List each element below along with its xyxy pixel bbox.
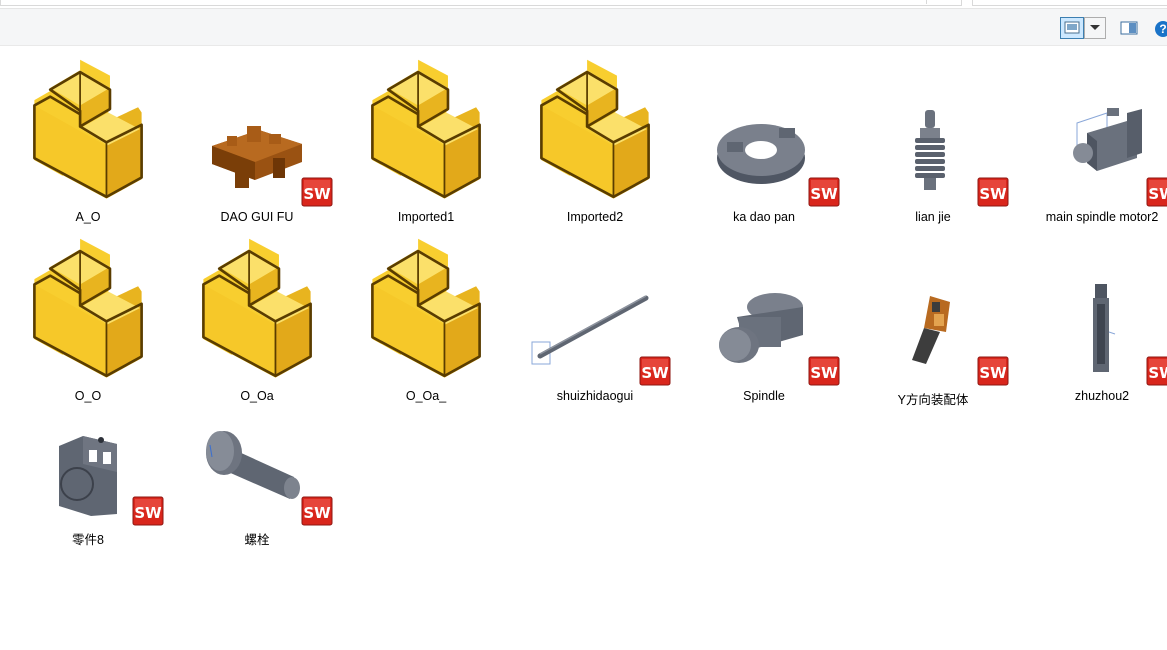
file-item[interactable]: SW DAO GUI FU <box>172 58 333 228</box>
part-thumbnail-icon <box>531 295 649 365</box>
badge-text: SW <box>303 504 331 522</box>
file-item[interactable]: SW main spindle motor2 <box>1017 58 1167 228</box>
badge-text: SW <box>641 364 669 382</box>
solidworks-badge-icon: SW <box>808 177 840 207</box>
solidworks-badge-icon: SW <box>301 496 333 526</box>
search-input[interactable] <box>972 0 1167 6</box>
part-thumbnail-icon <box>719 293 803 363</box>
file-name: Imported2 <box>566 210 624 224</box>
solidworks-badge-icon: SW <box>1146 356 1167 386</box>
solidworks-badge-icon: SW <box>639 356 671 386</box>
file-name: lian jie <box>915 210 951 224</box>
folder-cube-icon <box>33 58 143 200</box>
file-item[interactable]: O_Oa <box>172 237 322 407</box>
folder-cube-icon <box>202 237 312 379</box>
file-name: Y方向装配体 <box>897 393 969 407</box>
badge-text: SW <box>303 185 331 203</box>
solidworks-badge-icon: SW <box>977 177 1009 207</box>
badge-text: SW <box>810 364 838 382</box>
file-name: ka dao pan <box>733 210 795 224</box>
badge-text: SW <box>134 504 162 522</box>
part-thumbnail-icon <box>212 126 302 188</box>
file-item[interactable]: SW Spindle <box>679 237 840 407</box>
file-item[interactable]: SW 螺栓 <box>172 377 333 547</box>
file-item[interactable]: O_Oa_ <box>341 237 491 407</box>
file-item[interactable]: A_O <box>3 58 153 228</box>
address-bar[interactable] <box>0 0 962 6</box>
preview-pane-button[interactable] <box>1118 18 1140 38</box>
solidworks-badge-icon: SW <box>977 356 1009 386</box>
file-item[interactable]: Imported1 <box>341 58 491 228</box>
file-item[interactable]: SW 零件8 <box>3 377 164 547</box>
file-name: O_Oa_ <box>405 389 447 403</box>
part-thumbnail-icon <box>1093 284 1116 372</box>
file-item[interactable]: SW zhuzhou2 <box>1017 237 1167 407</box>
file-name: A_O <box>75 210 101 224</box>
file-name: 螺栓 <box>244 533 270 547</box>
help-button[interactable]: ? <box>1155 21 1167 37</box>
solidworks-badge-icon: SW <box>1146 177 1167 207</box>
file-name: O_O <box>74 389 102 403</box>
file-name: Spindle <box>743 389 785 403</box>
part-thumbnail-icon <box>1073 108 1142 171</box>
file-name: O_Oa <box>240 389 274 403</box>
badge-text: SW <box>810 185 838 203</box>
file-item[interactable]: SW lian jie <box>848 58 1009 228</box>
address-divider <box>926 0 927 4</box>
file-name: main spindle motor2 <box>1045 210 1159 224</box>
file-item[interactable]: O_O <box>3 237 153 407</box>
folder-cube-icon <box>540 58 650 200</box>
preview-pane-icon <box>1120 21 1138 35</box>
part-thumbnail-icon <box>717 124 805 184</box>
folder-cube-icon <box>371 237 481 379</box>
file-name: shuizhidaogui <box>556 389 634 403</box>
solidworks-badge-icon: SW <box>132 496 164 526</box>
file-name: DAO GUI FU <box>220 210 294 224</box>
part-thumbnail-icon <box>915 110 945 190</box>
solidworks-badge-icon: SW <box>808 356 840 386</box>
file-item[interactable]: SW ka dao pan <box>679 58 840 228</box>
chevron-down-icon <box>1090 25 1100 30</box>
file-name: 零件8 <box>72 533 104 547</box>
badge-text: SW <box>1148 364 1167 382</box>
folder-cube-icon <box>371 58 481 200</box>
large-icons-view-button[interactable] <box>1060 17 1084 39</box>
file-item[interactable]: SW Y方向装配体 <box>848 237 1009 407</box>
solidworks-badge-icon: SW <box>301 177 333 207</box>
folder-cube-icon <box>33 237 143 379</box>
file-item[interactable]: Imported2 <box>510 58 660 228</box>
badge-text: SW <box>979 185 1007 203</box>
file-name: zhuzhou2 <box>1074 389 1130 403</box>
part-thumbnail-icon <box>59 436 117 516</box>
file-name: Imported1 <box>397 210 455 224</box>
view-options-dropdown[interactable] <box>1084 17 1106 39</box>
assembly-thumbnail-icon <box>912 296 950 364</box>
badge-text: SW <box>1148 185 1167 203</box>
file-item[interactable]: SW shuizhidaogui <box>510 237 671 407</box>
large-icons-view-icon <box>1064 21 1080 34</box>
part-thumbnail-icon <box>206 431 300 499</box>
view-toolbar: ? <box>0 8 1167 46</box>
badge-text: SW <box>979 364 1007 382</box>
